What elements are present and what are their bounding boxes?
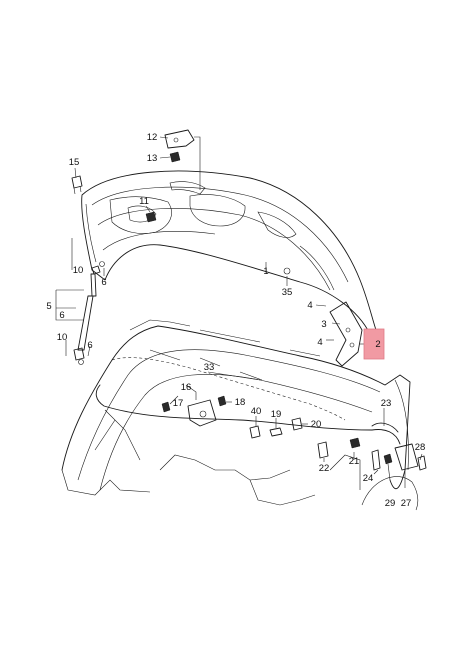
leader-lines <box>55 136 423 488</box>
callout-6-lower: 6 <box>87 340 92 351</box>
hood-hinge-part <box>329 301 363 367</box>
callout-4-upper: 4 <box>307 300 312 311</box>
seal-strip-33 <box>111 357 346 421</box>
cable-end-part-23 <box>371 422 399 433</box>
callout-2-highlight <box>363 328 385 360</box>
callout-2: 2 <box>375 339 380 350</box>
nut-part-21 <box>349 437 361 449</box>
callout-6-upper: 6 <box>101 277 106 288</box>
callout-4-lower: 4 <box>317 337 322 348</box>
bracket-part-22 <box>317 441 329 459</box>
callout-13: 13 <box>147 153 158 164</box>
callout-29: 29 <box>385 498 396 509</box>
callout-23: 23 <box>381 398 392 409</box>
callout-24: 24 <box>363 473 374 484</box>
clip-part-15 <box>71 175 83 195</box>
callout-28: 28 <box>415 442 426 453</box>
callout-17: 17 <box>173 398 184 409</box>
hood-lock <box>161 395 227 427</box>
callout-11: 11 <box>139 196 149 207</box>
release-cable <box>95 384 401 445</box>
callout-1: 1 <box>263 266 268 277</box>
callout-16: 16 <box>181 382 192 393</box>
callout-21: 21 <box>349 456 360 467</box>
callout-3: 3 <box>321 319 326 330</box>
callout-27: 27 <box>401 498 412 509</box>
hood-panel <box>81 170 377 335</box>
clip-part-20 <box>291 417 303 431</box>
hood-lock-bracket <box>164 129 195 163</box>
callout-20: 20 <box>311 419 322 430</box>
callout-6-middle: 6 <box>59 310 64 321</box>
callout-10-upper: 10 <box>73 265 84 276</box>
callout-40: 40 <box>251 406 262 417</box>
callout-15: 15 <box>69 157 80 168</box>
callout-12: 12 <box>147 132 158 143</box>
callout-18: 18 <box>235 397 246 408</box>
bracket-part-40 <box>249 425 261 439</box>
callout-33: 33 <box>204 362 215 373</box>
gas-strut <box>73 261 105 365</box>
vehicle-body-structure <box>61 319 419 511</box>
callout-19: 19 <box>271 409 282 420</box>
release-lever <box>371 443 427 471</box>
bolt-part-11 <box>145 211 157 223</box>
callout-22: 22 <box>319 463 330 474</box>
connector-part-19 <box>269 427 283 437</box>
callout-labels: 1 2 3 4 4 5 6 6 6 10 10 11 12 13 15 16 1… <box>46 132 425 509</box>
callout-35: 35 <box>282 287 293 298</box>
callout-5: 5 <box>46 301 51 312</box>
callout-10-lower: 10 <box>57 332 68 343</box>
